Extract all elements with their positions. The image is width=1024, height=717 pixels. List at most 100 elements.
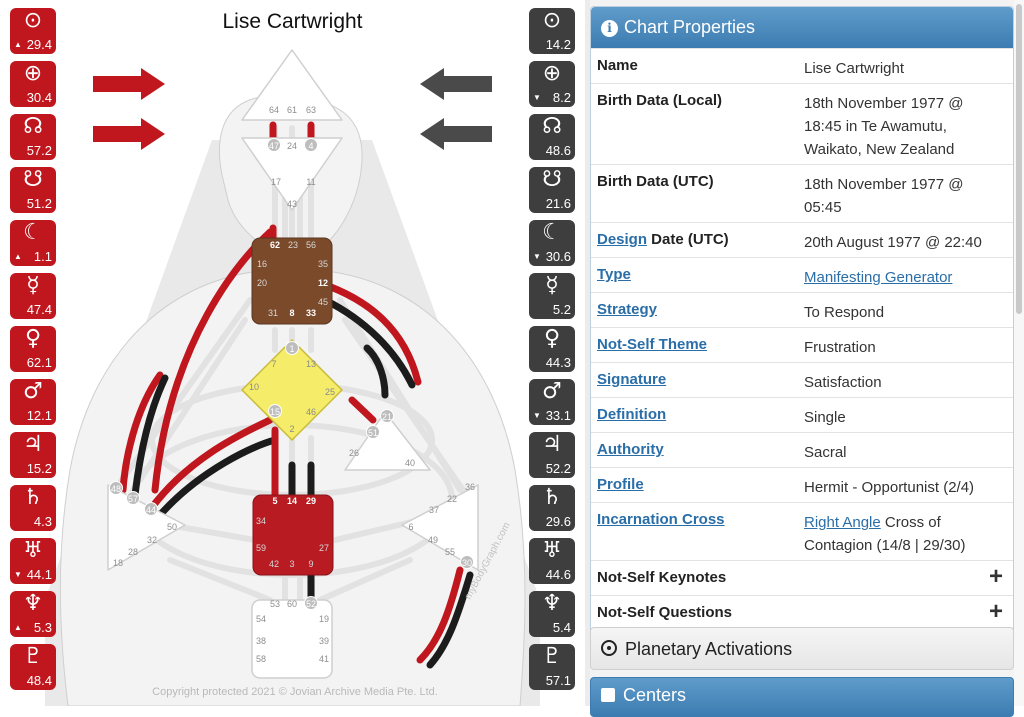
property-key-link[interactable]: Authority [597, 441, 664, 458]
activation-marker: ▲ [14, 623, 22, 632]
gate-number: 45 [318, 297, 328, 307]
activation-value: 21.6 [545, 196, 571, 211]
accordion-suffix: Questions [654, 604, 733, 621]
arrow-left-icon [420, 118, 492, 150]
active-channel [146, 416, 274, 514]
design-south-node-chip[interactable]: ☋51.2 [10, 167, 56, 213]
property-value: Manifesting Generator [804, 266, 1004, 289]
design-venus-chip[interactable]: ♀62.1 [10, 326, 56, 372]
personality-neptune-chip[interactable]: ♆5.4 [529, 591, 575, 637]
planet-ring-icon [601, 640, 617, 656]
property-value: 18th November 1977 @ 18:45 in Te Awamutu… [804, 92, 1004, 161]
property-key-link[interactable]: Strategy [597, 301, 658, 318]
accordion-suffix: Keynotes [654, 569, 727, 586]
personality-jupiter-chip[interactable]: ♃52.2 [529, 432, 575, 478]
property-key-link[interactable]: Definition [597, 406, 667, 423]
activation-value: 33.1 [545, 408, 571, 423]
centers-section[interactable]: Centers [590, 677, 1014, 717]
design-mars-chip[interactable]: ♂12.1 [10, 379, 56, 425]
personality-saturn-chip[interactable]: ♄29.6 [529, 485, 575, 531]
property-value-text: To Respond [804, 304, 885, 321]
design-earth-chip[interactable]: ⊕30.4 [10, 61, 56, 107]
design-sun-chip[interactable]: ⊙▲29.4 [10, 8, 56, 54]
property-key-link[interactable]: Design [597, 231, 648, 248]
property-key-link[interactable]: Incarnation Cross [597, 511, 725, 528]
panel-divider[interactable] [585, 0, 590, 706]
design-mercury-chip[interactable]: ☿47.4 [10, 273, 56, 319]
active-channel [156, 436, 279, 519]
moon-icon: ☾ [23, 220, 43, 245]
design-jupiter-chip[interactable]: ♃15.2 [10, 432, 56, 478]
mercury-icon: ☿ [545, 273, 559, 298]
accordion-keynotes[interactable]: Not-Self Keynotes + [591, 560, 1013, 595]
accordion-link[interactable]: Not-Self [597, 569, 655, 586]
gate-number: 26 [349, 448, 359, 458]
gate-number: 49 [428, 535, 438, 545]
property-value-link[interactable]: Manifesting Generator [804, 269, 953, 286]
personality-moon-chip[interactable]: ☾▼30.6 [529, 220, 575, 266]
property-key-link[interactable]: Type [597, 266, 631, 283]
personality-south-node-chip[interactable]: ☋21.6 [529, 167, 575, 213]
property-key-link[interactable]: Signature [597, 371, 667, 388]
personality-mercury-chip[interactable]: ☿ 5.2 [529, 273, 575, 319]
personality-earth-chip[interactable]: ⊕▼8.2 [529, 61, 575, 107]
gate-number: 61 [287, 105, 297, 115]
active-channel [416, 566, 464, 664]
activation-value: 57.1 [545, 673, 571, 688]
design-pluto-chip[interactable]: ♇48.4 [10, 644, 56, 690]
gate-number: 50 [167, 522, 177, 532]
gate-number: 38 [256, 636, 266, 646]
personality-venus-chip[interactable]: ♀44.3 [529, 326, 575, 372]
gate-number: 59 [256, 543, 266, 553]
scrollbar-thumb[interactable] [1016, 4, 1022, 314]
arrow-right-icon [93, 118, 165, 150]
personality-north-node-chip[interactable]: ☊48.6 [529, 114, 575, 160]
plus-icon[interactable]: + [988, 563, 1003, 590]
design-uranus-chip[interactable]: ♅▼44.1 [10, 538, 56, 584]
gate-number: 44 [146, 505, 156, 515]
scrollbar[interactable] [1014, 0, 1024, 706]
sacral-center [252, 494, 334, 576]
design-saturn-chip[interactable]: ♄4.3 [10, 485, 56, 531]
gate-number: 32 [147, 535, 157, 545]
gate-number: 24 [287, 141, 297, 151]
gate-number: 54 [256, 614, 266, 624]
accordion-questions[interactable]: Not-Self Questions + [591, 595, 1013, 630]
gate-number: 16 [257, 259, 267, 269]
gate-number: 62 [270, 240, 280, 250]
property-key: Type [597, 266, 631, 283]
property-key-link[interactable]: Profile [597, 476, 644, 493]
jupiter-icon: ♃ [23, 432, 43, 457]
planetary-activations-section[interactable]: Planetary Activations [590, 627, 1014, 670]
design-north-node-chip[interactable]: ☊57.2 [10, 114, 56, 160]
personality-uranus-chip[interactable]: ♅44.6 [529, 538, 575, 584]
activation-value: 5.2 [552, 302, 571, 317]
personality-pluto-chip[interactable]: ♇57.1 [529, 644, 575, 690]
design-neptune-chip[interactable]: ♆▲5.3 [10, 591, 56, 637]
gate-number: 27 [319, 543, 329, 553]
property-value-link[interactable]: Right Angle [804, 514, 881, 531]
activation-value: 48.6 [545, 143, 571, 158]
property-key-link[interactable]: Not-Self Theme [597, 336, 708, 353]
activation-marker: ▼ [14, 570, 22, 579]
active-channel [316, 279, 422, 386]
property-value-text: 20th August 1977 @ 22:40 [804, 234, 982, 251]
activation-value: 8.2 [552, 90, 571, 105]
active-channel [426, 571, 474, 669]
design-moon-chip[interactable]: ☾▲1.1 [10, 220, 56, 266]
personality-mars-chip[interactable]: ♂▼33.1 [529, 379, 575, 425]
gate-number: 9 [308, 559, 313, 569]
accordion-link[interactable]: Not-Self [597, 604, 655, 621]
property-value-text: 18th November 1977 @ 05:45 [804, 176, 964, 216]
ajna-center [241, 137, 343, 211]
property-key: Strategy [597, 301, 657, 318]
property-value: 20th August 1977 @ 22:40 [804, 231, 1004, 254]
gate-number: 3 [289, 559, 294, 569]
personality-sun-chip[interactable]: ⊙14.2 [529, 8, 575, 54]
plus-icon[interactable]: + [988, 598, 1003, 625]
